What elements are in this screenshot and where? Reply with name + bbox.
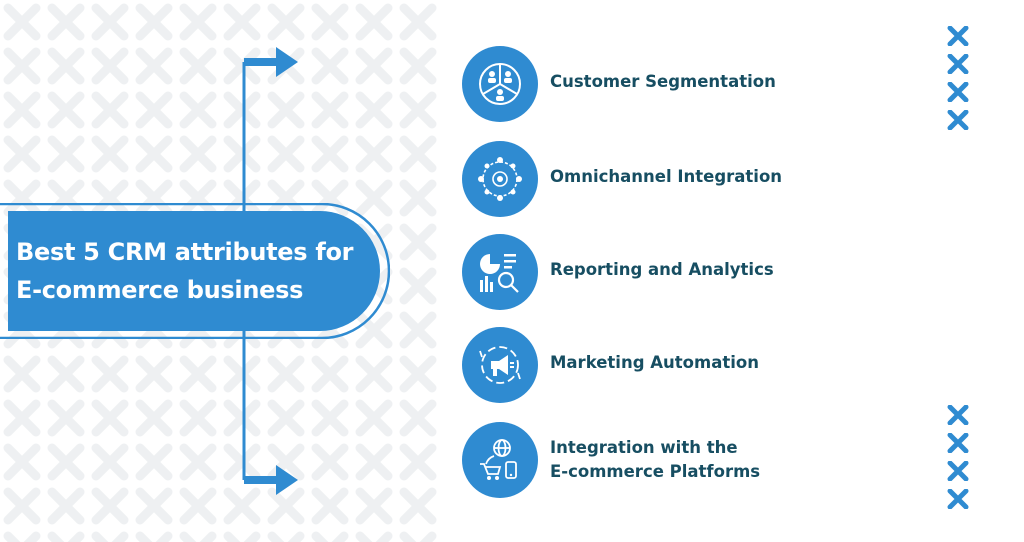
feature-item-reporting-analytics: Reporting and Analytics [462,234,892,312]
title-banner: Best 5 CRM attributes for E-commerce bus… [0,203,390,339]
feature-label: Reporting and Analytics [550,260,774,279]
feature-item-omnichannel-integration: Omnichannel Integration [462,141,892,219]
x-mark-icon [947,405,969,425]
marketing-automation-icon [462,327,538,403]
x-mark-icon [947,54,969,74]
analytics-report-icon [462,234,538,310]
feature-label: Customer Segmentation [550,72,776,91]
feature-item-customer-segmentation: Customer Segmentation [462,46,892,124]
title-banner-shape [0,203,390,339]
title-line-1: Best 5 CRM attributes for [16,238,354,266]
x-mark-icon [947,26,969,46]
x-mark-icon [947,433,969,453]
x-mark-icon [947,82,969,102]
x-mark-icon [947,489,969,509]
feature-label: Omnichannel Integration [550,167,783,186]
page-title: Best 5 CRM attributes for E-commerce bus… [16,233,376,309]
decorative-x-marks-top [944,26,972,138]
feature-item-marketing-automation: Marketing Automation [462,327,892,405]
x-mark-icon [947,461,969,481]
feature-item-ecommerce-integration: Integration with the E-commerce Platform… [462,422,892,500]
ecommerce-integration-icon [462,422,538,498]
omnichannel-network-icon [462,141,538,217]
customer-segmentation-icon [462,46,538,122]
title-line-2: E-commerce business [16,276,304,304]
feature-label: Marketing Automation [550,353,759,372]
x-mark-icon [947,110,969,130]
decorative-x-marks-bottom [944,405,972,517]
feature-label: Integration with the E-commerce Platform… [550,438,761,481]
